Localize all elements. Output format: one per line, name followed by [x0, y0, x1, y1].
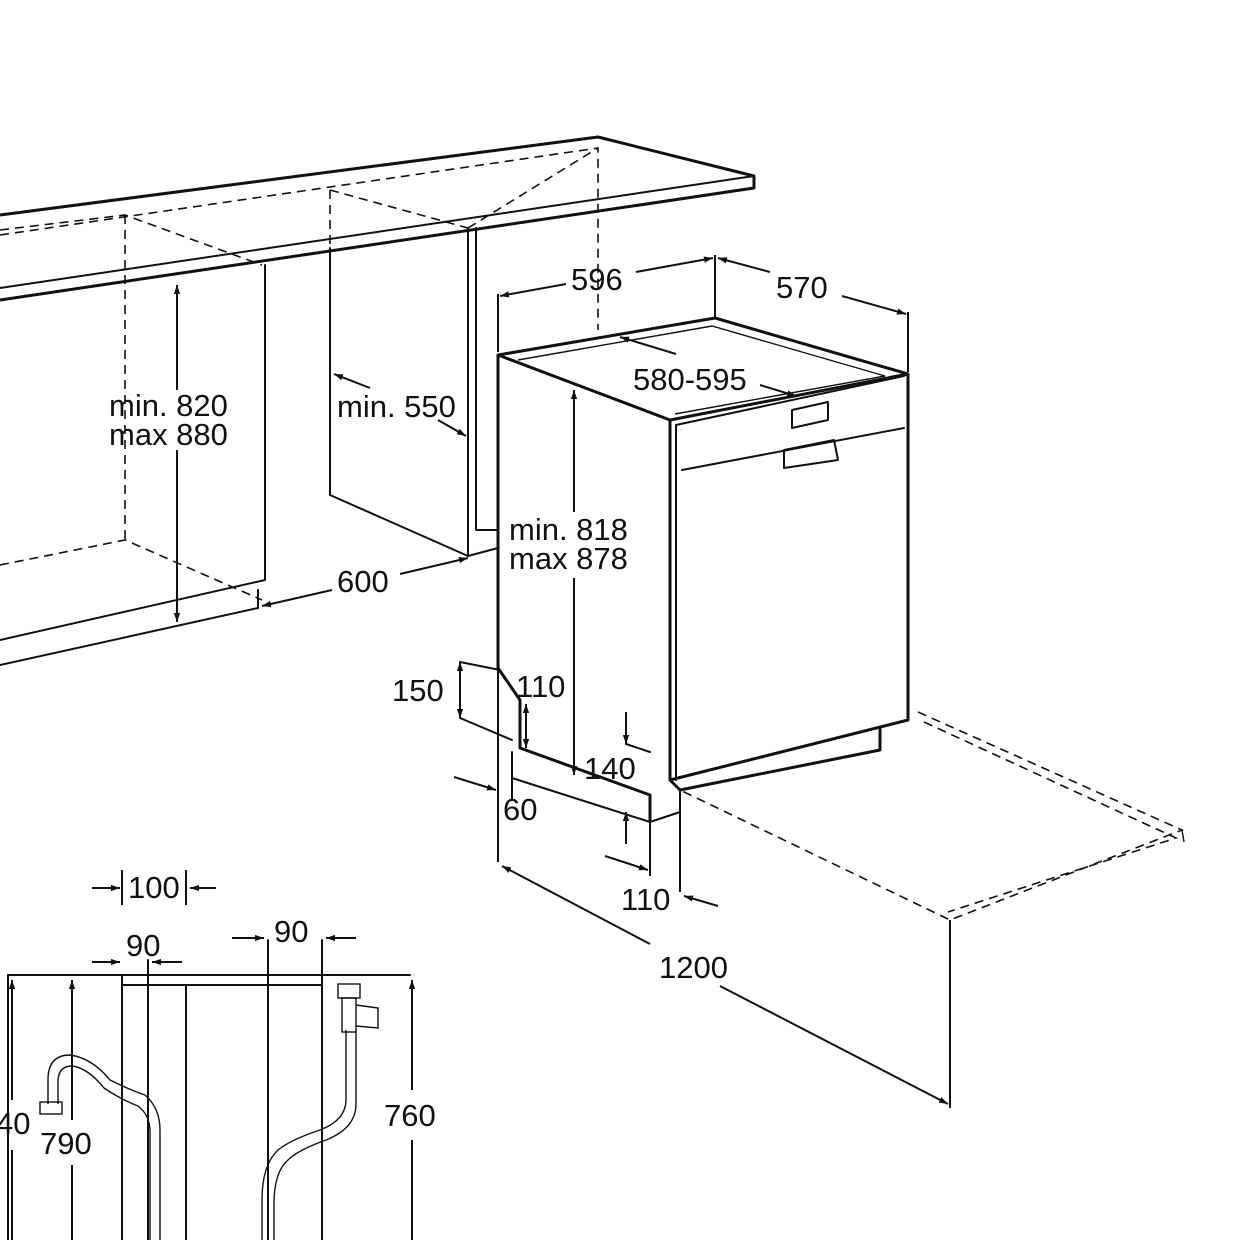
- label-side-100: 100: [128, 870, 180, 905]
- label-height-790: 790: [40, 1126, 92, 1161]
- label-plinth-110-bottom: 110: [621, 882, 670, 917]
- label-appliance-width: 596: [571, 262, 623, 297]
- dishwasher: [496, 316, 1185, 921]
- label-door-opening: 1200: [659, 950, 728, 985]
- label-worktop-depth: 580-595: [633, 362, 747, 397]
- kitchen-cabinets: [0, 135, 756, 666]
- label-plinth-140: 140: [584, 751, 636, 786]
- label-plinth-60: 60: [503, 792, 537, 827]
- dimension-labels: min. 820 max 880 min. 550 600 596 570 58…: [0, 262, 828, 1161]
- label-height-840-partial: 40: [0, 1106, 30, 1141]
- label-plinth-110-top: 110: [516, 669, 565, 704]
- label-niche-width: 600: [337, 564, 389, 599]
- label-appliance-height-max: max 878: [509, 541, 628, 576]
- label-cabinet-height-max: max 880: [109, 417, 228, 452]
- label-appliance-depth: 570: [776, 270, 828, 305]
- label-height-760: 760: [384, 1098, 436, 1133]
- label-side-90-left: 90: [126, 928, 160, 963]
- label-side-90-right: 90: [274, 914, 308, 949]
- label-cabinet-height-min: min. 820: [109, 388, 228, 423]
- label-niche-depth: min. 550: [337, 389, 456, 424]
- label-appliance-height-min: min. 818: [509, 512, 628, 547]
- dimension-lines: [173, 255, 951, 1108]
- label-plinth-150: 150: [392, 673, 444, 708]
- side-view: [7, 870, 416, 1241]
